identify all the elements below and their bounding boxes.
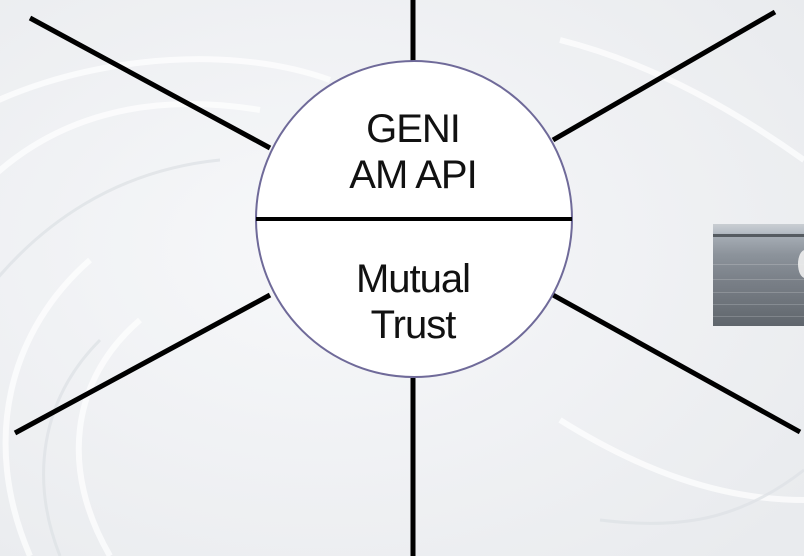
- hub-label-mutual: Mutual: [355, 257, 471, 301]
- spoke-top-left: [28, 15, 272, 151]
- hub-label-trust: Trust: [370, 303, 457, 347]
- hub-label-am-api: AM API: [349, 153, 477, 197]
- spoke-top-right: [551, 9, 777, 143]
- hub-label-bottom: Mutual Trust: [313, 256, 513, 348]
- spoke-bottom-left: [13, 292, 272, 436]
- spoke-bottom-right: [551, 292, 802, 435]
- hub-label-top: GENI AM API: [313, 106, 513, 198]
- hub-label-geni: GENI: [366, 107, 461, 151]
- side-photo: [713, 224, 804, 326]
